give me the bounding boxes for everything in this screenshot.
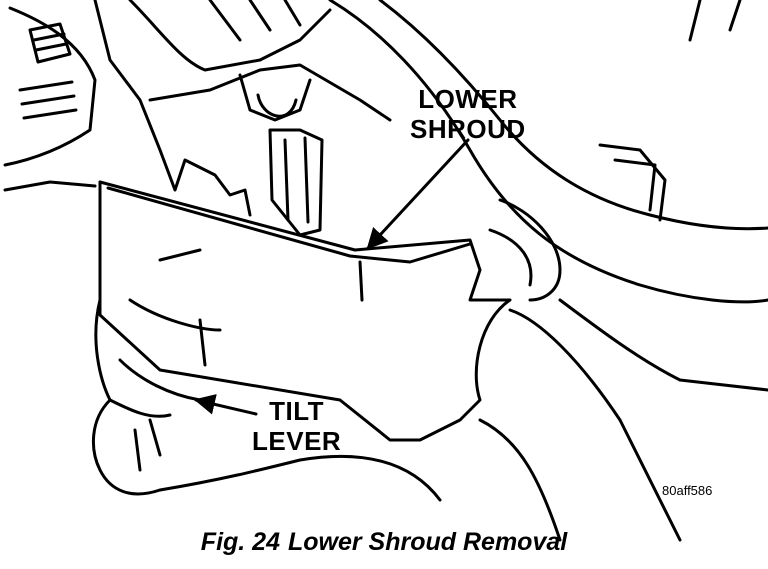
figure-title: Lower Shroud Removal — [287, 528, 568, 556]
tilt-lever-leader-arrow — [193, 394, 258, 416]
steering-wheel — [328, 0, 768, 392]
tilt-lever-callout-line1: TILT — [269, 396, 325, 426]
column-housing — [93, 0, 392, 237]
hand-and-tilt-lever — [91, 298, 682, 542]
figure-reference-code: 80aff586 — [662, 483, 713, 498]
lower-shroud-callout-line1: LOWER — [418, 84, 518, 114]
lower-shroud-callout: LOWER SHROUD — [410, 84, 526, 144]
dash-vent — [3, 6, 97, 192]
lower-shroud-leader-arrow — [366, 138, 470, 250]
lower-shroud — [98, 180, 512, 442]
lower-shroud-callout-line2: SHROUD — [410, 114, 526, 144]
tilt-lever-callout: TILT LEVER — [252, 396, 341, 456]
figure-number: Fig. 24 — [200, 528, 280, 556]
tilt-lever-callout-line2: LEVER — [252, 426, 342, 456]
